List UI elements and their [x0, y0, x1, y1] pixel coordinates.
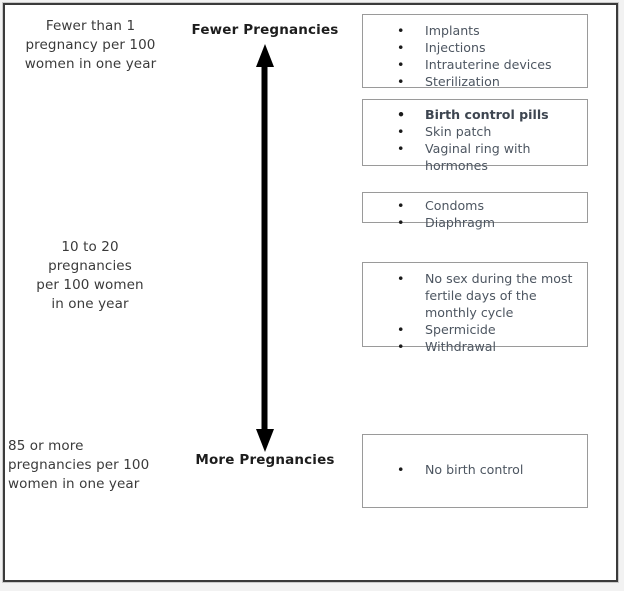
method-list: • No sex during the most fertile days of… — [363, 263, 587, 355]
scale-label-eightyfive-or-more: 85 or more pregnancies per 100 women in … — [8, 437, 178, 494]
bullet-icon: • — [397, 40, 405, 55]
list-item-label: Implants — [425, 23, 480, 38]
method-list: • No birth control — [363, 435, 587, 478]
scale-label-ten-to-twenty: 10 to 20 pregnancies per 100 women in on… — [10, 238, 170, 314]
method-list: • Birth control pills • Skin patch • Vag… — [363, 100, 587, 174]
list-item: • Spermicide — [363, 321, 587, 338]
scale-label-line: pregnancies — [48, 258, 132, 274]
list-item-label: Skin patch — [425, 124, 492, 139]
method-box-barrier: • Condoms • Diaphragm — [362, 192, 588, 230]
scale-label-line: per 100 women — [36, 277, 144, 293]
method-box-most-effective: • Implants • Injections • Intrauterine d… — [362, 14, 588, 90]
method-list: • Implants • Injections • Intrauterine d… — [363, 15, 587, 90]
bullet-icon: • — [397, 74, 405, 89]
method-box-hormonal-short-acting: • Birth control pills • Skin patch • Vag… — [362, 99, 588, 173]
list-item-label: Injections — [425, 40, 486, 55]
bullet-icon: • — [397, 339, 405, 354]
scale-label-line: 10 to 20 — [61, 239, 119, 255]
arrow-caption-fewer-pregnancies: Fewer Pregnancies — [191, 22, 339, 38]
bullet-icon: • — [397, 23, 405, 38]
scale-label-line: in one year — [51, 296, 129, 312]
bullet-icon: • — [397, 198, 405, 213]
list-item-label: Condoms — [425, 198, 485, 213]
bullet-icon: • — [397, 215, 405, 230]
scale-label-fewer-than-one: Fewer than 1 pregnancy per 100 women in … — [8, 17, 173, 74]
list-item: • Withdrawal — [363, 338, 587, 355]
list-item: • Skin patch — [363, 123, 587, 140]
list-item: • Condoms — [363, 197, 587, 214]
list-item-label: Vaginal ring with hormones — [425, 141, 531, 173]
list-item: • No birth control — [363, 461, 587, 478]
bullet-icon: • — [397, 141, 405, 156]
bullet-icon: • — [397, 124, 405, 139]
list-item-label: Birth control pills — [425, 107, 549, 122]
list-item: • Sterilization — [363, 73, 587, 90]
scale-label-line: women in one year — [8, 476, 140, 492]
list-item-label: No sex during the most fertile days of t… — [425, 271, 573, 320]
list-item-label: Intrauterine devices — [425, 57, 552, 72]
arrow-caption-more-pregnancies: More Pregnancies — [195, 452, 335, 468]
scale-label-line: pregnancies per 100 — [8, 457, 150, 473]
method-list: • Condoms • Diaphragm — [363, 193, 587, 231]
scale-label-line: 85 or more — [8, 438, 84, 454]
bullet-icon: • — [397, 322, 405, 337]
list-item-label: Sterilization — [425, 74, 500, 89]
bullet-icon: • — [397, 57, 405, 72]
double-headed-arrow-icon — [256, 44, 274, 452]
list-item: • Implants — [363, 22, 587, 39]
list-item: • Diaphragm — [363, 214, 587, 231]
scale-label-line: women in one year — [24, 56, 157, 72]
list-item-label: No birth control — [425, 462, 524, 477]
bullet-icon: • — [397, 462, 405, 477]
scale-label-line: Fewer than 1 — [45, 18, 136, 34]
list-item-label: Withdrawal — [425, 339, 496, 354]
list-item: • Intrauterine devices — [363, 56, 587, 73]
list-item: • Vaginal ring with hormones — [363, 140, 587, 174]
bullet-icon: • — [397, 271, 405, 286]
list-item-label: Spermicide — [425, 322, 496, 337]
list-item-label: Diaphragm — [425, 215, 496, 230]
method-box-behavioral: • No sex during the most fertile days of… — [362, 262, 588, 354]
list-item: • No sex during the most fertile days of… — [363, 270, 587, 321]
scale-label-line: pregnancy per 100 — [25, 37, 156, 53]
method-box-no-method: • No birth control — [362, 434, 588, 508]
bullet-icon: • — [397, 107, 406, 122]
list-item: • Injections — [363, 39, 587, 56]
list-item: • Birth control pills — [363, 106, 587, 123]
